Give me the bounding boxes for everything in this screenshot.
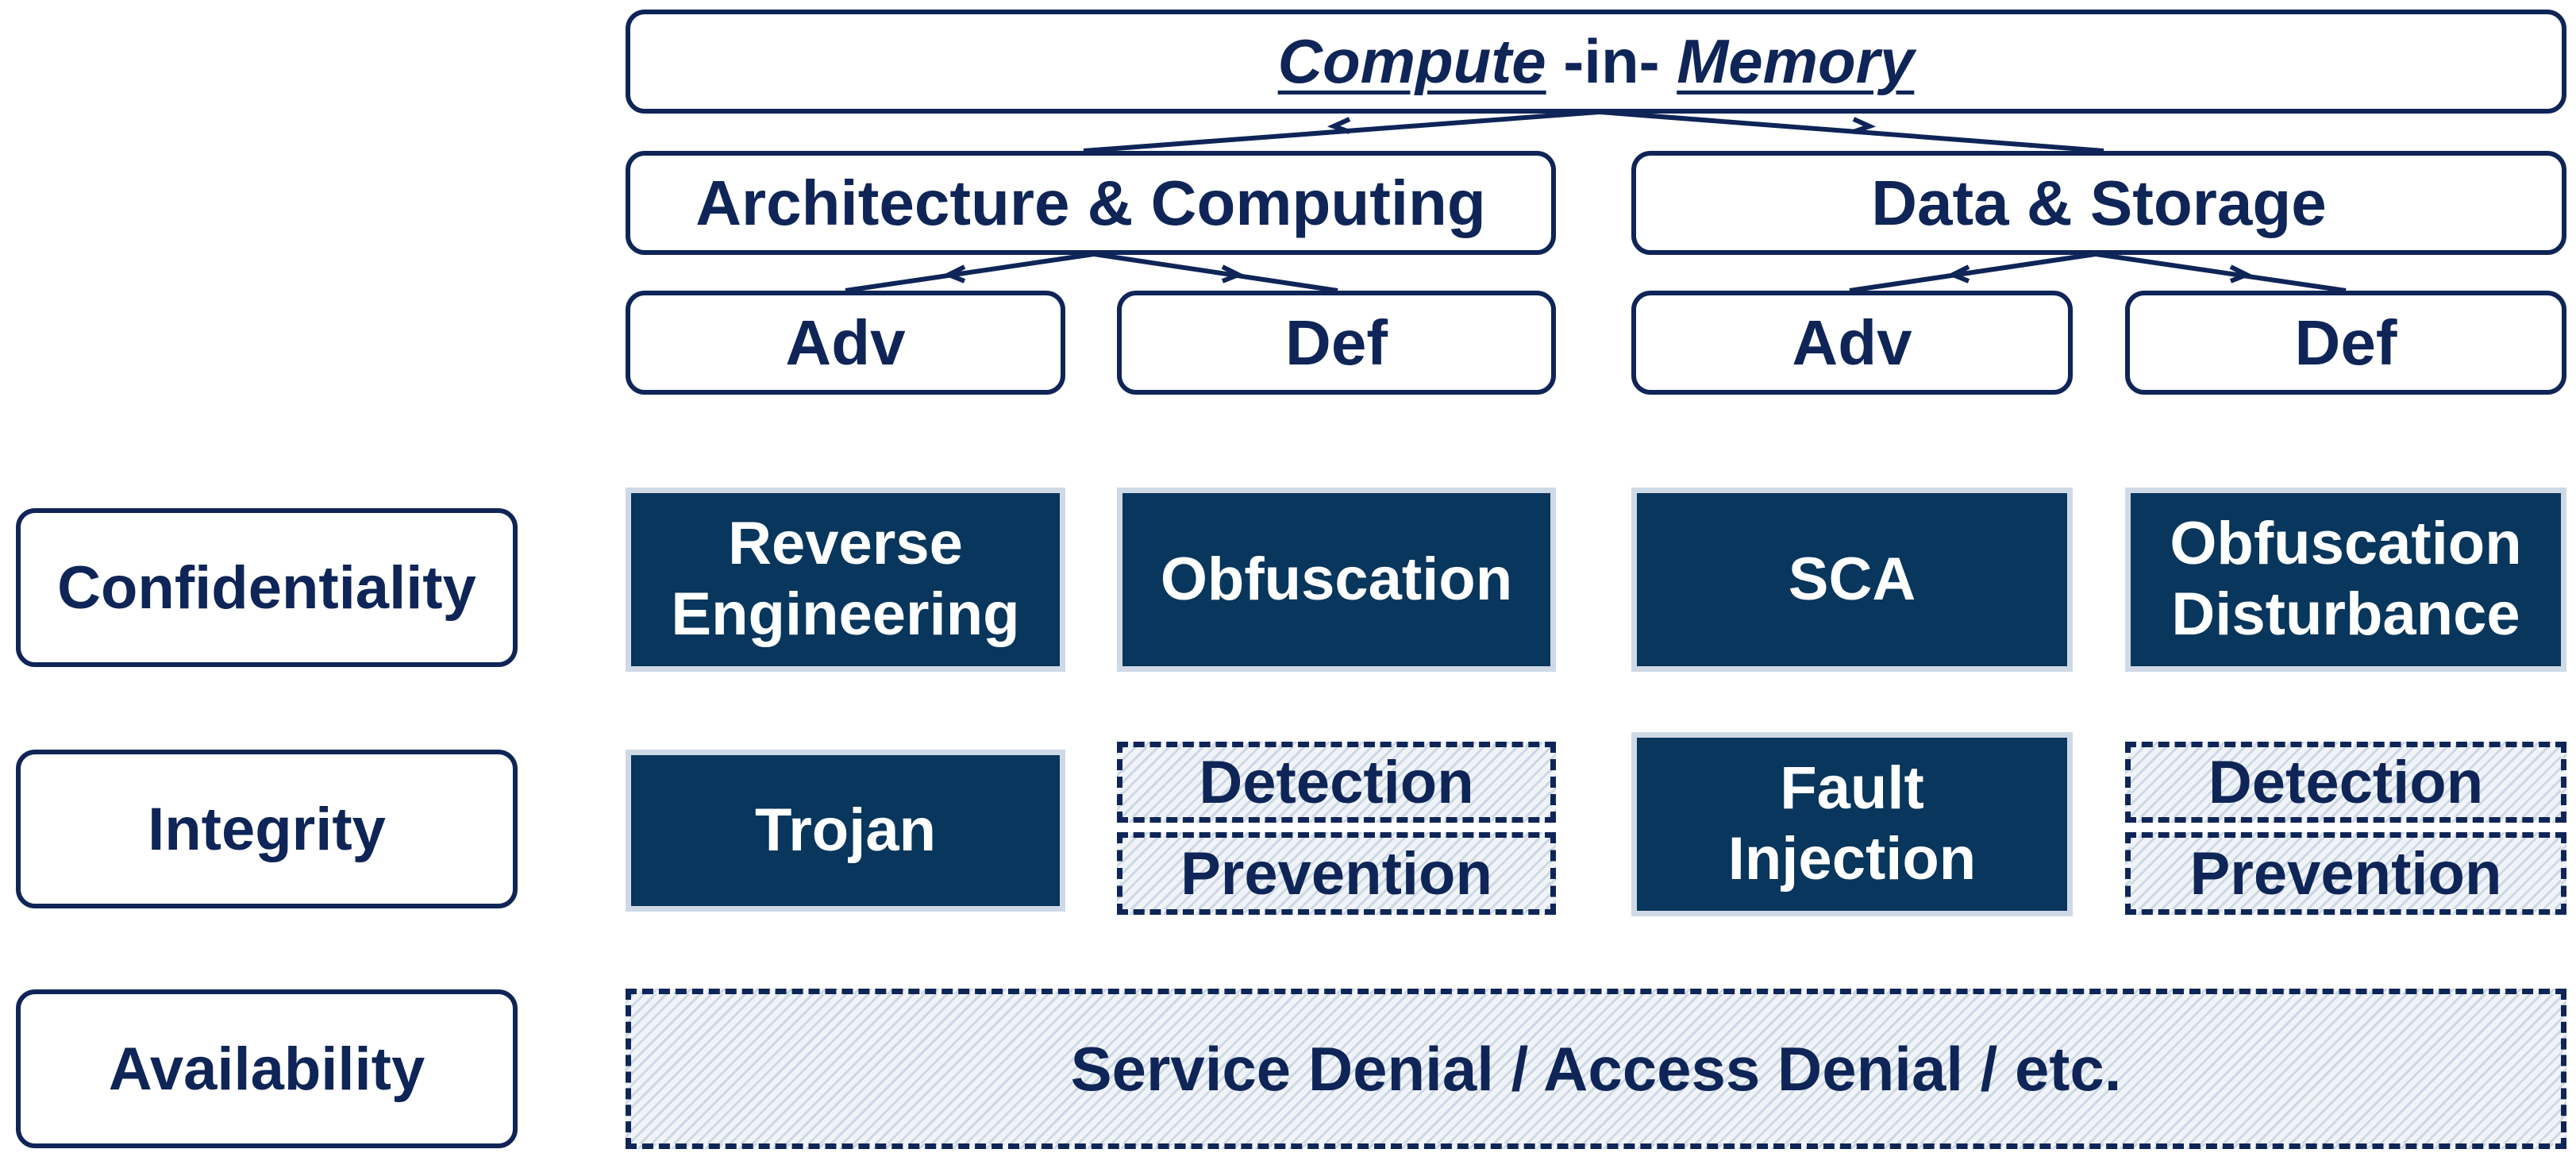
memory-word: Memory xyxy=(1677,26,1915,96)
arrow-head-left-top xyxy=(1327,117,1351,134)
service-denial-cell: Service Denial / Access Denial / etc. xyxy=(626,989,2566,1149)
arch-adv-box: Adv xyxy=(626,291,1065,395)
compute-in-memory-box: Compute -in- Memory xyxy=(626,10,2566,114)
arch-def-box: Def xyxy=(1117,291,1556,395)
arrow-head-arch-adv xyxy=(942,264,966,283)
in-word: -in- xyxy=(1546,26,1677,96)
architecture-computing-box: Architecture & Computing xyxy=(626,151,1556,255)
reverse-engineering-line2: Engineering xyxy=(671,580,1020,648)
arrow-arch-to-def xyxy=(1093,252,1338,293)
arrow-head-data-def xyxy=(2229,264,2253,283)
arrow-arch-to-adv xyxy=(845,252,1095,293)
reverse-engineering-cell: Reverse Engineering xyxy=(626,488,1065,672)
fault-injection-line2: Injection xyxy=(1727,825,1977,893)
obfuscation-disturbance-line2: Disturbance xyxy=(2171,580,2520,648)
arch-prevention-cell: Prevention xyxy=(1117,832,1556,915)
data-prevention-cell: Prevention xyxy=(2125,832,2566,915)
availability-label: Availability xyxy=(16,989,518,1148)
trojan-cell: Trojan xyxy=(626,750,1065,912)
arrow-top-to-data xyxy=(1599,110,2104,153)
integrity-label: Integrity xyxy=(16,750,518,908)
data-adv-box: Adv xyxy=(1631,291,2073,395)
arrow-data-to-adv xyxy=(1849,252,2097,293)
arrow-data-to-def xyxy=(2095,252,2347,293)
confidentiality-label: Confidentiality xyxy=(16,508,518,667)
compute-word: Compute xyxy=(1277,26,1546,96)
data-def-box: Def xyxy=(2125,291,2566,395)
data-detection-cell: Detection xyxy=(2125,742,2566,823)
fault-injection-line1: Fault xyxy=(1780,754,1924,823)
sca-cell: SCA xyxy=(1631,488,2073,672)
arrow-head-data-adv xyxy=(1946,264,1970,283)
obfuscation-disturbance-line1: Obfuscation xyxy=(2170,510,2522,578)
reverse-engineering-line1: Reverse xyxy=(728,510,963,578)
obfuscation-disturbance-cell: Obfuscation Disturbance xyxy=(2125,488,2566,672)
data-storage-box: Data & Storage xyxy=(1631,151,2566,255)
fault-injection-cell: Fault Injection xyxy=(1631,732,2073,916)
arrow-head-right-top xyxy=(1852,117,1877,134)
arrow-head-arch-def xyxy=(1221,264,1245,283)
arch-detection-cell: Detection xyxy=(1117,742,1556,823)
obfuscation-cell: Obfuscation xyxy=(1117,488,1556,672)
